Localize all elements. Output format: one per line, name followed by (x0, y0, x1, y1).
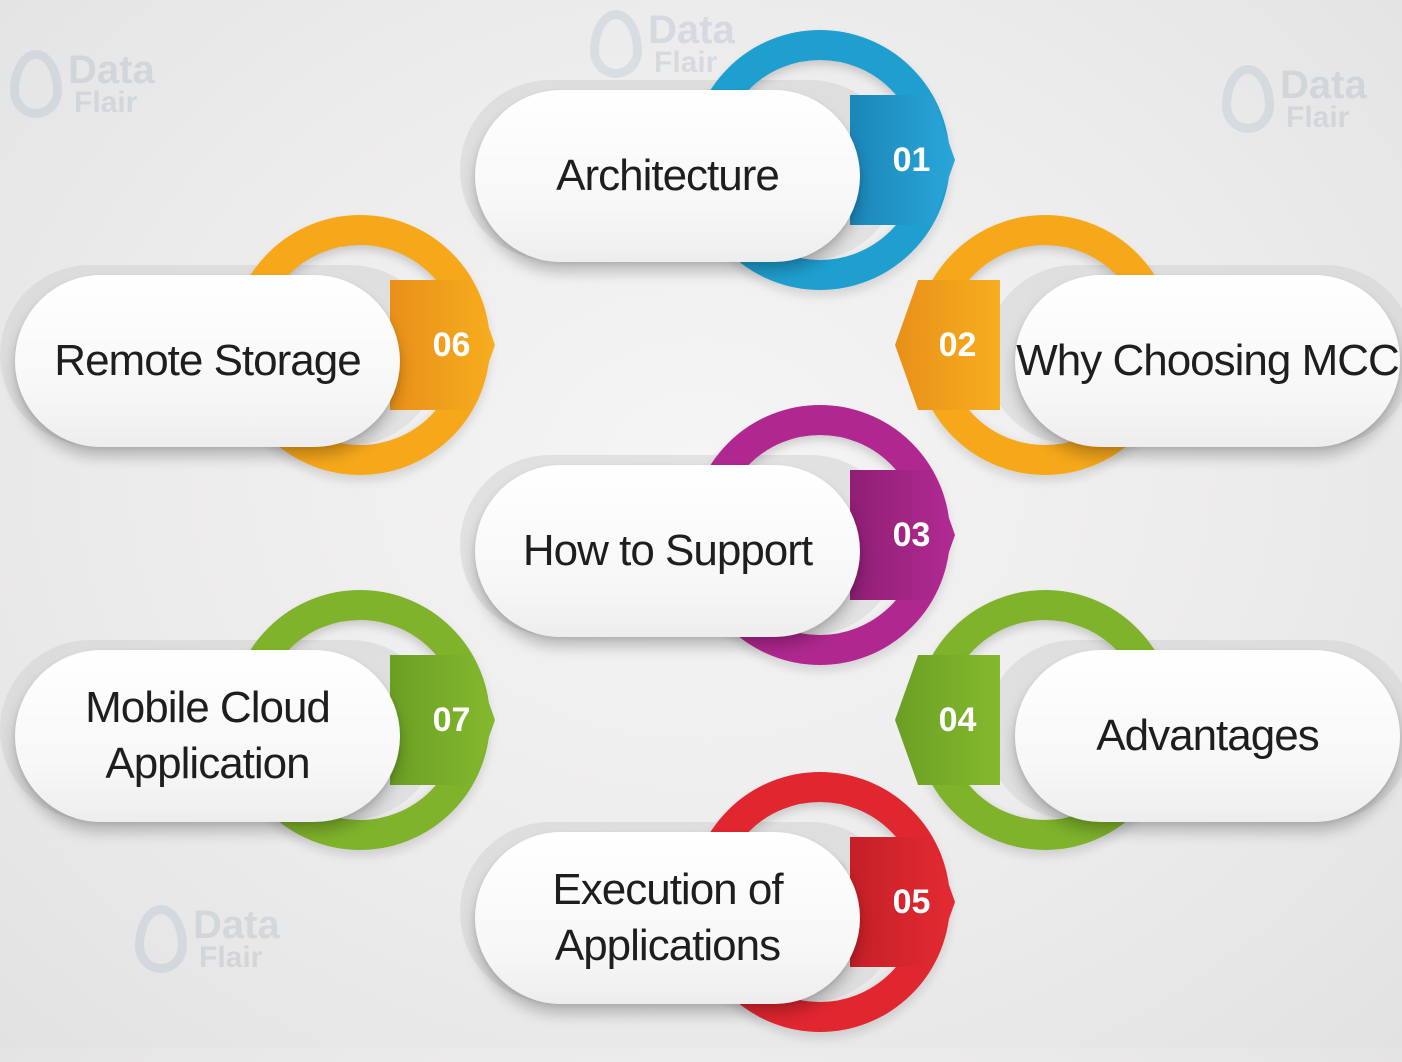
step-number-tag: 03 (850, 470, 955, 600)
step-label-pill: Why Choosing MCC (1015, 275, 1400, 447)
step-label-line: Applications (554, 921, 781, 970)
watermark-line1: Data (1280, 62, 1367, 107)
step-label-line: Architecture (556, 150, 780, 200)
step-05: 05 Execution of Applications (460, 762, 980, 1062)
step-label-pill: Remote Storage (15, 275, 400, 447)
step-number-tag: 05 (850, 837, 955, 967)
step-label-pill: How to Support (475, 465, 860, 637)
step-04: 04 Advantages (895, 580, 1402, 880)
watermark-line1: Data (68, 47, 155, 92)
watermark-drop-icon (10, 50, 62, 118)
step-label-line: Why Choosing MCC (1016, 335, 1400, 385)
watermark-line2: Flair (199, 940, 263, 974)
watermark-line2: Flair (1286, 100, 1350, 134)
step-03: 03 How to Support (460, 395, 980, 695)
step-label-pill: Advantages (1015, 650, 1400, 822)
step-number: 06 (432, 325, 471, 364)
step-label-line: Advantages (1096, 710, 1319, 760)
step-number: 02 (938, 325, 977, 364)
watermark-drop-icon (590, 10, 642, 78)
watermark-drop-icon (1222, 65, 1274, 133)
watermark-line2: Flair (74, 85, 138, 119)
step-label-pill: Architecture (475, 90, 860, 262)
watermark-line2: Flair (654, 45, 718, 79)
step-label-line: Mobile Cloud (85, 682, 331, 732)
step-number-tag: 07 (390, 655, 495, 785)
step-07: 07 Mobile Cloud Application (0, 580, 520, 880)
watermark-drop-icon (135, 905, 187, 973)
step-01: 01 Architecture (460, 20, 980, 320)
step-label-line: How to Support (522, 525, 813, 575)
step-number: 03 (892, 515, 931, 554)
watermark-line1: Data (648, 7, 735, 52)
step-number: 07 (432, 700, 471, 739)
step-number: 01 (892, 140, 931, 179)
step-label-line: Execution of (552, 864, 783, 914)
watermark-line1: Data (193, 902, 280, 947)
step-06: 06 Remote Storage (0, 205, 520, 505)
step-02: 02 Why Choosing MCC (895, 205, 1402, 505)
step-label-pill: Execution of Applications (475, 832, 860, 1004)
step-label-line: Remote Storage (54, 335, 361, 385)
step-label-pill: Mobile Cloud Application (15, 650, 400, 822)
step-number-tag: 01 (850, 95, 955, 225)
step-label-line: Application (105, 739, 310, 788)
step-number-tag: 06 (390, 280, 495, 410)
step-number: 05 (892, 882, 931, 921)
step-number: 04 (938, 700, 977, 739)
step-number-tag: 02 (895, 280, 1000, 410)
step-number-tag: 04 (895, 655, 1000, 785)
